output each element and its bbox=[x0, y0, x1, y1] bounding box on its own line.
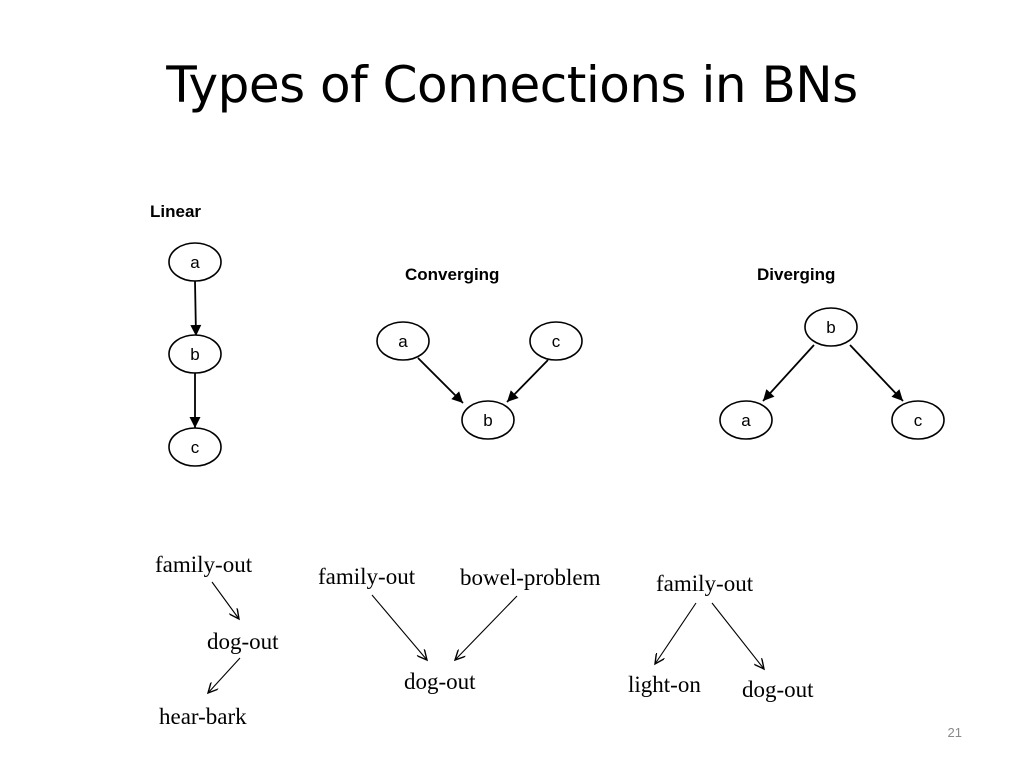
converging-example-right-parent: bowel-problem bbox=[460, 565, 601, 590]
diverging-edge-b-a bbox=[762, 344, 815, 402]
converging-node-c-label: c bbox=[552, 332, 561, 351]
diverging-node-c: c bbox=[891, 400, 945, 440]
linear-node-a: a bbox=[168, 242, 222, 282]
diverging-example-left-child: light-on bbox=[628, 672, 701, 697]
linear-example-bottom: hear-bark bbox=[159, 704, 247, 729]
linear-node-b: b bbox=[168, 334, 222, 374]
converging-example-edge-right bbox=[455, 595, 518, 660]
diverging-example-right-child: dog-out bbox=[742, 677, 814, 702]
converging-diagram: Converging a c b bbox=[376, 265, 583, 440]
linear-example-edge-2 bbox=[208, 657, 241, 693]
page-number: 21 bbox=[947, 725, 962, 740]
diverging-node-a: a bbox=[719, 400, 773, 440]
diverging-example-edge-right bbox=[711, 602, 764, 669]
diverging-node-c-label: c bbox=[914, 411, 923, 430]
converging-example: family-out bowel-problem dog-out bbox=[318, 564, 601, 694]
converging-node-a-label: a bbox=[398, 332, 408, 351]
converging-example-edge-left bbox=[371, 594, 427, 660]
diverging-example-parent: family-out bbox=[656, 571, 754, 596]
linear-node-c: c bbox=[168, 427, 222, 467]
diverging-label: Diverging bbox=[757, 265, 835, 284]
diverging-example: family-out light-on dog-out bbox=[628, 571, 814, 702]
converging-node-c: c bbox=[529, 321, 583, 361]
linear-node-c-label: c bbox=[191, 438, 200, 457]
linear-node-b-label: b bbox=[190, 345, 199, 364]
linear-example-edge-1 bbox=[211, 581, 239, 619]
linear-diagram: Linear a b c bbox=[150, 202, 222, 467]
converging-label: Converging bbox=[405, 265, 499, 284]
linear-example-middle: dog-out bbox=[207, 629, 279, 654]
diverging-diagram: Diverging b a c bbox=[719, 265, 945, 440]
converging-edge-c-b bbox=[506, 359, 549, 403]
linear-label: Linear bbox=[150, 202, 201, 221]
diverging-node-b-label: b bbox=[826, 318, 835, 337]
converging-example-child: dog-out bbox=[404, 669, 476, 694]
diverging-node-a-label: a bbox=[741, 411, 751, 430]
linear-edge-a-b bbox=[190, 280, 202, 337]
converging-example-left-parent: family-out bbox=[318, 564, 416, 589]
diverging-example-edge-left bbox=[655, 602, 697, 664]
converging-node-b: b bbox=[461, 400, 515, 440]
converging-node-b-label: b bbox=[483, 411, 492, 430]
slide-title: Types of Connections in BNs bbox=[166, 56, 858, 114]
converging-node-a: a bbox=[376, 321, 430, 361]
linear-example: family-out dog-out hear-bark bbox=[155, 552, 279, 729]
converging-edge-a-b bbox=[417, 357, 464, 404]
diverging-node-b: b bbox=[804, 307, 858, 347]
linear-node-a-label: a bbox=[190, 253, 200, 272]
diverging-edge-b-c bbox=[849, 344, 904, 402]
linear-example-top: family-out bbox=[155, 552, 253, 577]
